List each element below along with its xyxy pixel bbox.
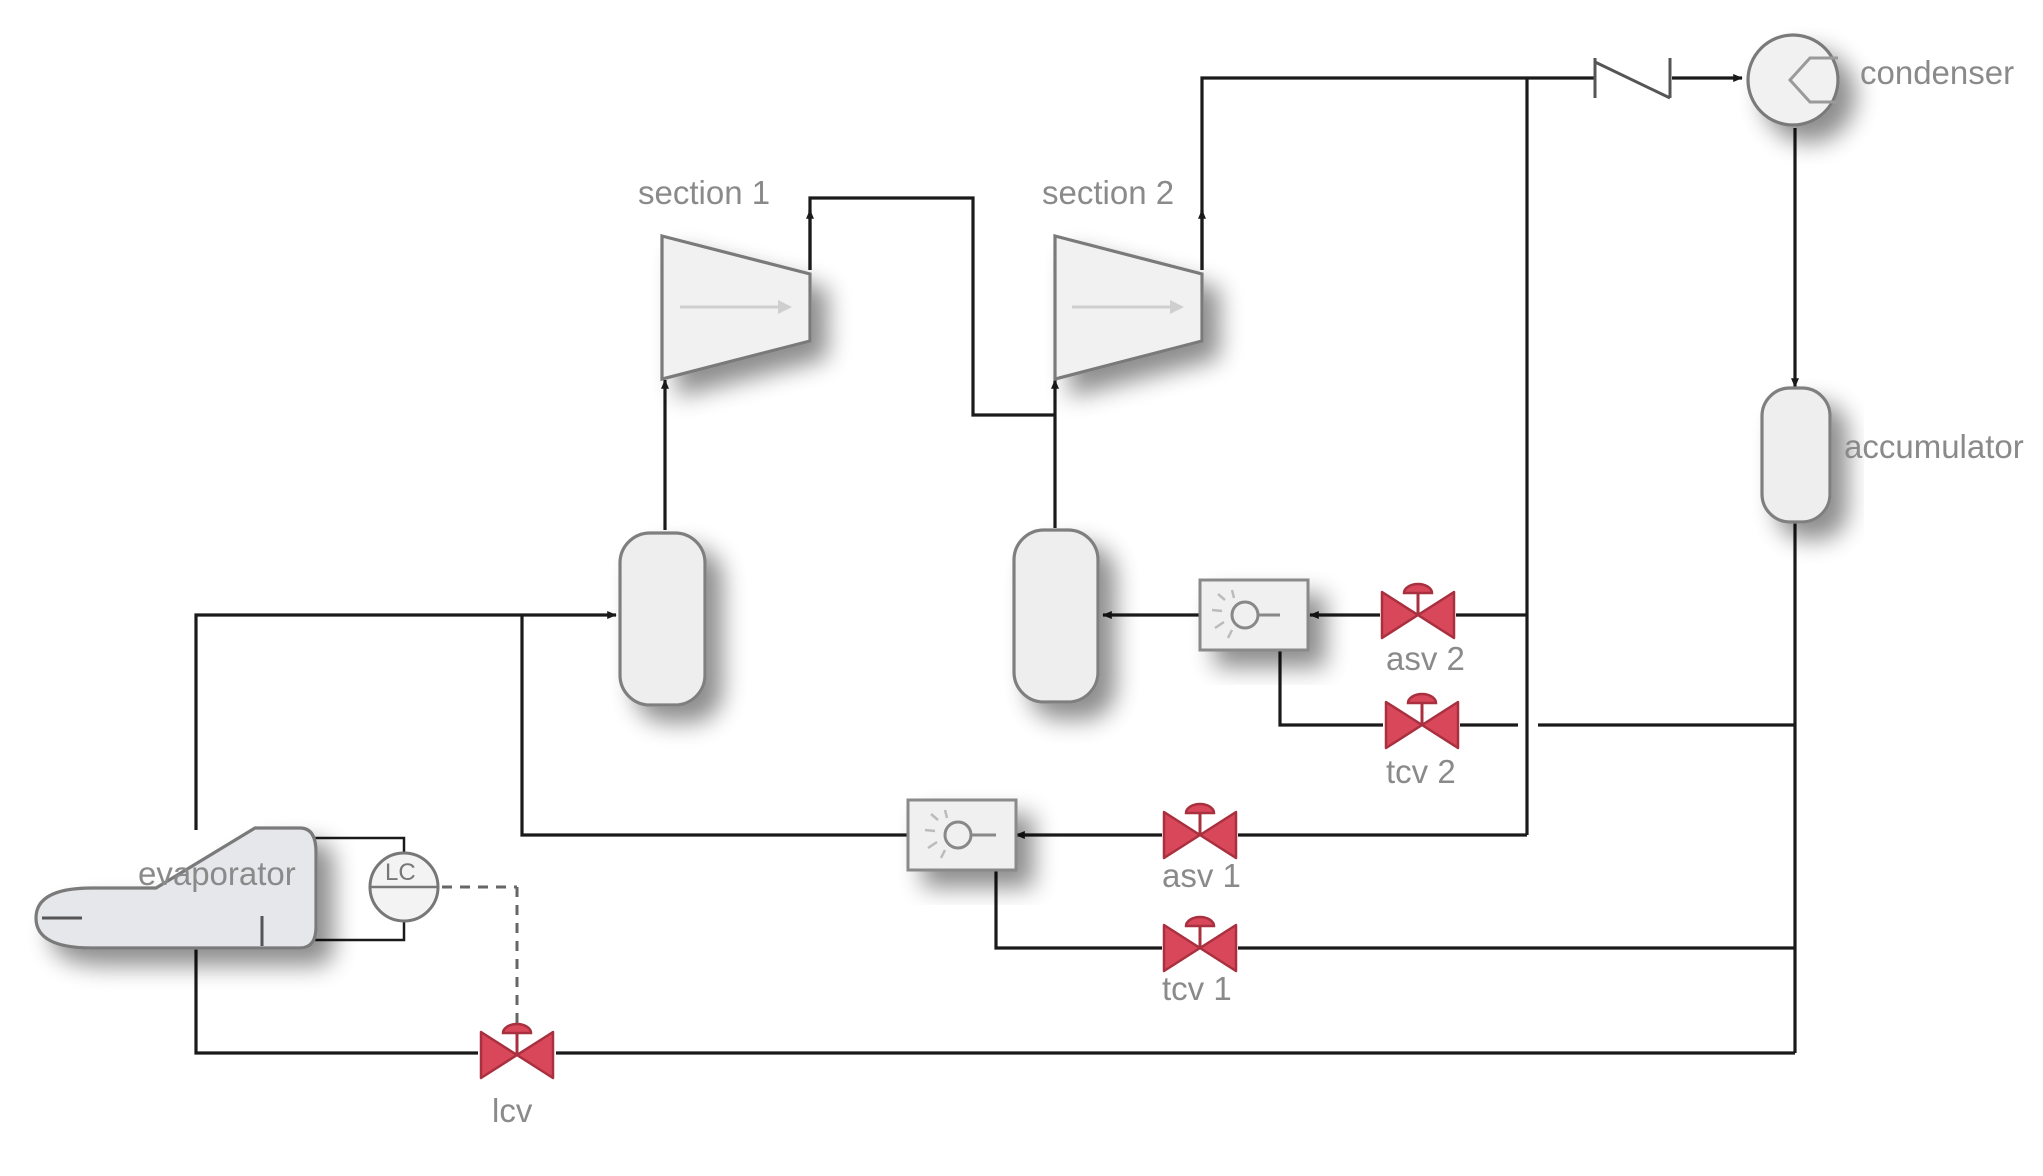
- label-section-2: section 2: [1042, 174, 1174, 211]
- control-valve-icon: [1384, 692, 1460, 750]
- suction-drum-2[interactable]: [1012, 528, 1100, 704]
- label-accumulator: accumulator: [1844, 428, 2024, 465]
- valve-tcv-2[interactable]: [1384, 692, 1460, 750]
- suction-drum-1[interactable]: [618, 531, 707, 707]
- valve-tcv-1[interactable]: [1162, 915, 1238, 973]
- label-lc: LC: [385, 859, 416, 886]
- label-asv-2: asv 2: [1386, 640, 1465, 677]
- pipe-sec2-discharge: [1200, 76, 1595, 270]
- control-valve-icon: [1380, 582, 1456, 640]
- pipe-evap-to-drum1: [194, 611, 617, 830]
- control-valve-icon: [1162, 915, 1238, 973]
- pipe-ctrl1-to-suction: [520, 615, 908, 837]
- controller-rays: [1211, 589, 1236, 639]
- pipe-tcv2-out: [1278, 648, 1383, 727]
- label-tcv-1: tcv 1: [1162, 970, 1232, 1007]
- heat-exchanger-icon: [1787, 56, 1838, 104]
- compressor-section-2[interactable]: [1053, 233, 1204, 382]
- compressor-flow-arrowhead-icon: [1170, 300, 1184, 314]
- check-valve-disc: [1594, 60, 1671, 100]
- label-condenser: condenser: [1860, 54, 2014, 91]
- valve-lcv[interactable]: [479, 1022, 555, 1080]
- control-valve-icon: [479, 1022, 555, 1080]
- surge-controller-1[interactable]: [906, 798, 1018, 872]
- compressor-flow-arrowhead-icon: [778, 300, 792, 314]
- label-tcv-2: tcv 2: [1386, 753, 1456, 790]
- valve-asv-2[interactable]: [1380, 582, 1456, 640]
- condenser-exchanger[interactable]: [1746, 33, 1840, 127]
- label-lcv: lcv: [492, 1092, 533, 1129]
- accumulator-vessel[interactable]: [1760, 386, 1832, 524]
- label-section-1: section 1: [638, 174, 770, 211]
- pipe-sec1-discharge: [808, 196, 1055, 417]
- piping: [194, 74, 1799, 1055]
- surge-controller-2[interactable]: [1198, 578, 1310, 652]
- label-asv-1: asv 1: [1162, 857, 1241, 894]
- compressor-section-1[interactable]: [660, 233, 812, 382]
- label-evaporator: evaporator: [138, 855, 296, 892]
- level-controller[interactable]: [368, 851, 440, 923]
- control-valve-icon: [1162, 802, 1238, 860]
- controller-rays: [924, 809, 949, 859]
- pipe-tcv1-out: [994, 870, 1162, 950]
- check-valve[interactable]: [1593, 58, 1672, 100]
- pipe-lcv-line: [194, 948, 478, 1055]
- valve-asv-1[interactable]: [1162, 802, 1238, 860]
- evaporator-vessel[interactable]: [34, 826, 318, 950]
